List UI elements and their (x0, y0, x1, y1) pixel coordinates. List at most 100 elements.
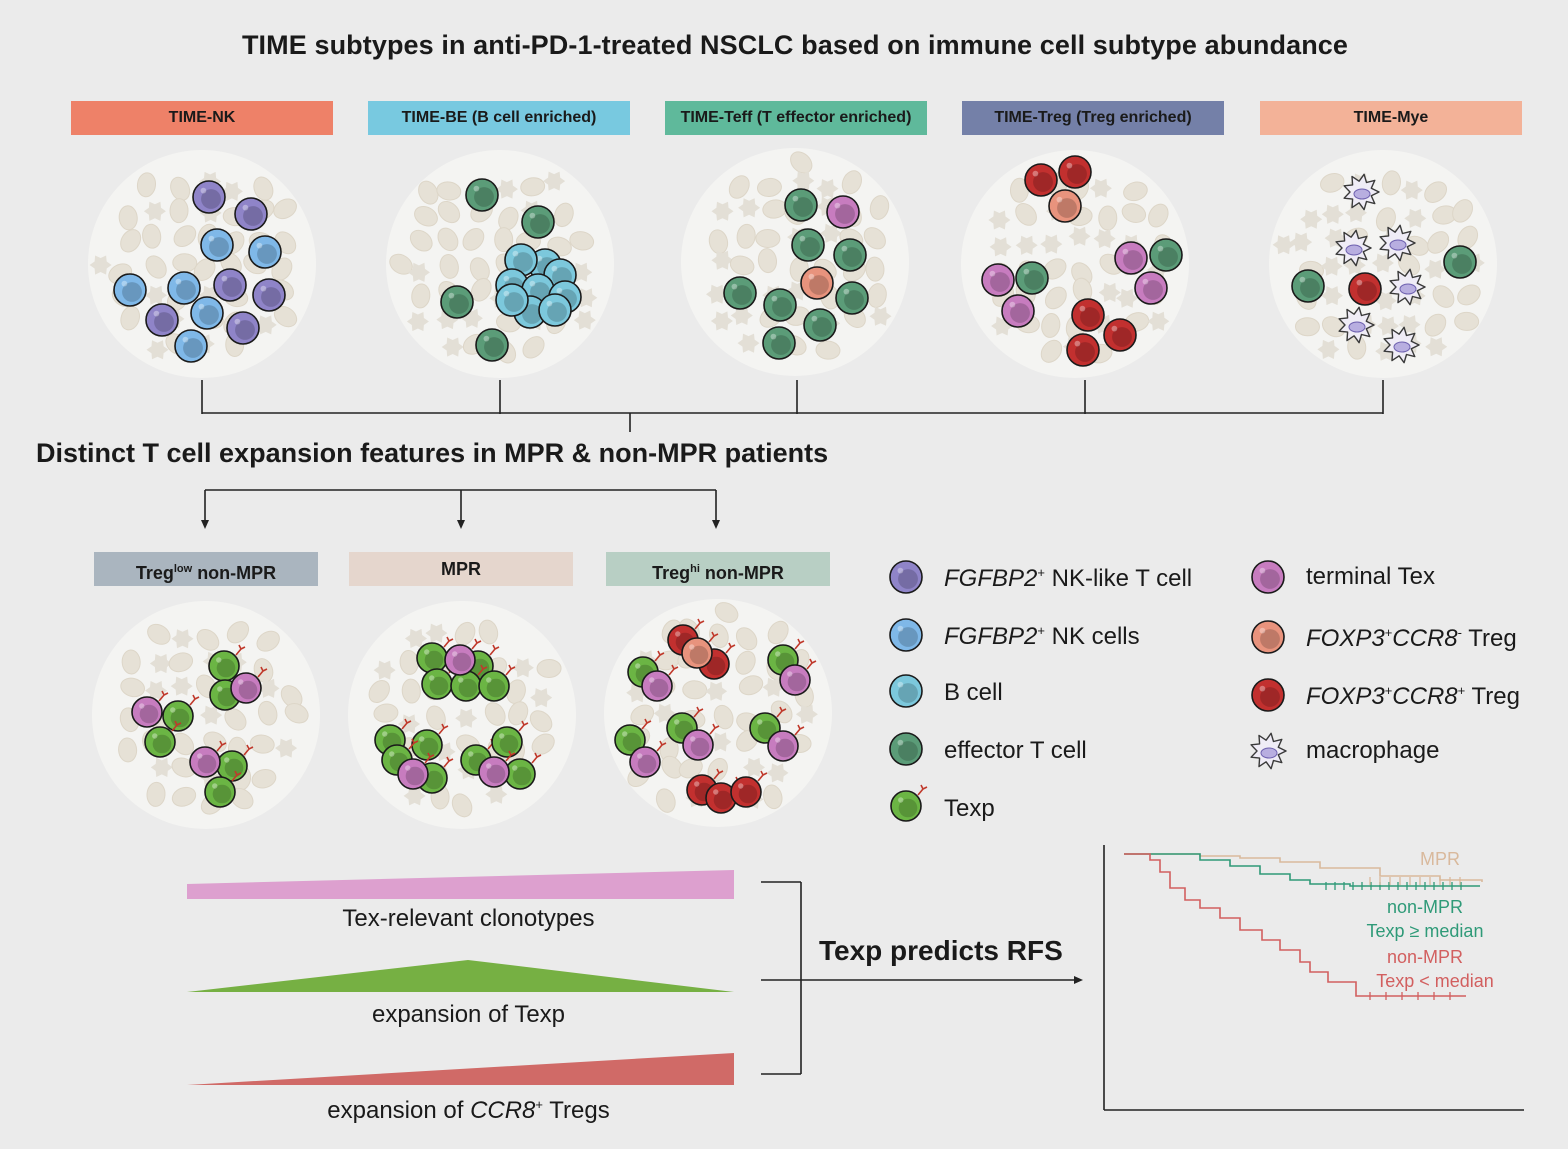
terminal-tex (478, 750, 516, 788)
nk-t-cell (226, 311, 260, 345)
legend-gene: CCR8 (1392, 625, 1458, 652)
legend-item: Texp (944, 789, 995, 829)
arrow-head (1074, 976, 1083, 984)
macrophage (1338, 306, 1375, 344)
terminal-tex (230, 666, 268, 704)
tissue-treglow (92, 601, 320, 829)
km-label-low-1: non-MPR (1386, 947, 1464, 967)
legend-item: FOXP3+CCR8+ Treg (1306, 677, 1520, 717)
legend-item: B cell (944, 673, 1003, 713)
texp-cell (204, 770, 242, 808)
terminal-tex (1134, 271, 1168, 305)
terminal-tex (131, 690, 169, 728)
effector-t-cell (1443, 245, 1477, 279)
treg-ccr8-pos (1024, 163, 1058, 197)
arrow-head (712, 520, 720, 529)
subtype-label-be: TIME-BE (B cell enriched) (368, 101, 630, 135)
km-curve-high (1124, 853, 1480, 887)
group-label-mpr: MPR (349, 552, 573, 586)
effector-t-cell (763, 288, 797, 322)
trend-label-texp: expansion of Texp (371, 1001, 566, 1028)
legend-item: FOXP3+CCR8- Treg (1306, 619, 1517, 659)
group-label-treghi: Treghi non-MPR (606, 552, 830, 586)
terminal-tex (779, 658, 817, 696)
texp-cell (162, 694, 200, 732)
treg-ccr8-neg (681, 631, 719, 669)
group-label-suffix: non-MPR (699, 563, 784, 583)
nk-cell (113, 273, 147, 307)
effector-t-cell (803, 308, 837, 342)
treg-ccr8-pos (1058, 155, 1092, 189)
nk-cell (174, 329, 208, 363)
legend-item: terminal Tex (1306, 557, 1435, 597)
legend-gene: CCR8 (1392, 683, 1458, 710)
effector-t-cell (833, 238, 867, 272)
predict-label: Texp predicts RFS (819, 935, 1063, 966)
treg-ccr8-pos (686, 768, 724, 806)
texp-cell (666, 706, 704, 744)
legend-item: effector T cell (944, 731, 1087, 771)
effector-t-cell (521, 205, 555, 239)
legend-gene: FOXP3 (1306, 625, 1385, 652)
subtype-label-mye: TIME-Mye (1260, 101, 1522, 135)
trend-wedge-texp (187, 960, 734, 992)
trend-wedge-ccr8 (187, 1053, 734, 1085)
terminal-tex (767, 724, 805, 762)
effector-t-cell (1291, 269, 1325, 303)
trend-label-ccr8: expansion of CCR8+ Tregs (186, 1097, 751, 1125)
treg-ccr8-pos (730, 770, 768, 808)
b-cell (504, 243, 538, 277)
legend-item: FGFBP2+ NK cells (944, 617, 1140, 657)
terminal-tex (629, 740, 667, 778)
texp-cell (478, 664, 516, 702)
effector-t-cell (475, 328, 509, 362)
terminal-tex (444, 638, 482, 676)
legend-gene: FOXP3 (1306, 683, 1385, 710)
nk-t-cell (252, 278, 286, 312)
arrow-head (201, 520, 209, 529)
group-label-sup: low (173, 563, 193, 575)
macrophage (1335, 229, 1372, 267)
macrophage (1343, 173, 1380, 211)
trend-label-prefix: expansion of (327, 1097, 471, 1124)
macrophage (1389, 268, 1426, 306)
trend-label-suffix: Tregs (543, 1097, 610, 1124)
trend-label-clonotypes: Tex-relevant clonotypes (342, 905, 595, 932)
texp-cell (374, 718, 412, 756)
b-cell (538, 293, 572, 327)
legend-text: B cell (944, 679, 1003, 706)
legend-sup: + (1037, 565, 1045, 580)
terminal-tex (189, 740, 227, 778)
subtype-label-nk: TIME-NK (71, 101, 333, 135)
legend-icon-effector-t-cell (889, 732, 923, 766)
nk-cell (190, 296, 224, 330)
treg-ccr8-pos (1071, 298, 1105, 332)
nk-cell (248, 235, 282, 269)
terminal-tex (641, 664, 679, 702)
group-label-treglow: Treglow non-MPR (94, 552, 318, 586)
macrophage (1383, 326, 1420, 364)
trend-wedge-clonotypes (187, 870, 734, 899)
nk-t-cell (192, 180, 226, 214)
legend-gene: FGFBP2 (944, 623, 1038, 650)
legend-sup: + (1384, 625, 1393, 640)
legend-text: Texp (944, 795, 995, 822)
treg-ccr8-neg (800, 266, 834, 300)
group-label-suffix: non-MPR (192, 563, 277, 583)
effector-t-cell (1149, 238, 1183, 272)
legend-item: FGFBP2+ NK-like T cell (944, 559, 1192, 599)
effector-t-cell (465, 178, 499, 212)
group-label-prefix: MPR (441, 559, 481, 579)
terminal-tex (826, 195, 860, 229)
terminal-tex (981, 263, 1015, 297)
legend-icon-macrophage (1250, 732, 1287, 770)
arrow-head (457, 520, 465, 529)
km-label-high-1: non-MPR (1386, 897, 1464, 917)
nk-t-cell (145, 303, 179, 337)
texp-cell (491, 720, 529, 758)
effector-t-cell (784, 188, 818, 222)
treg-ccr8-pos (1103, 318, 1137, 352)
legend-sup: - (1457, 625, 1462, 640)
